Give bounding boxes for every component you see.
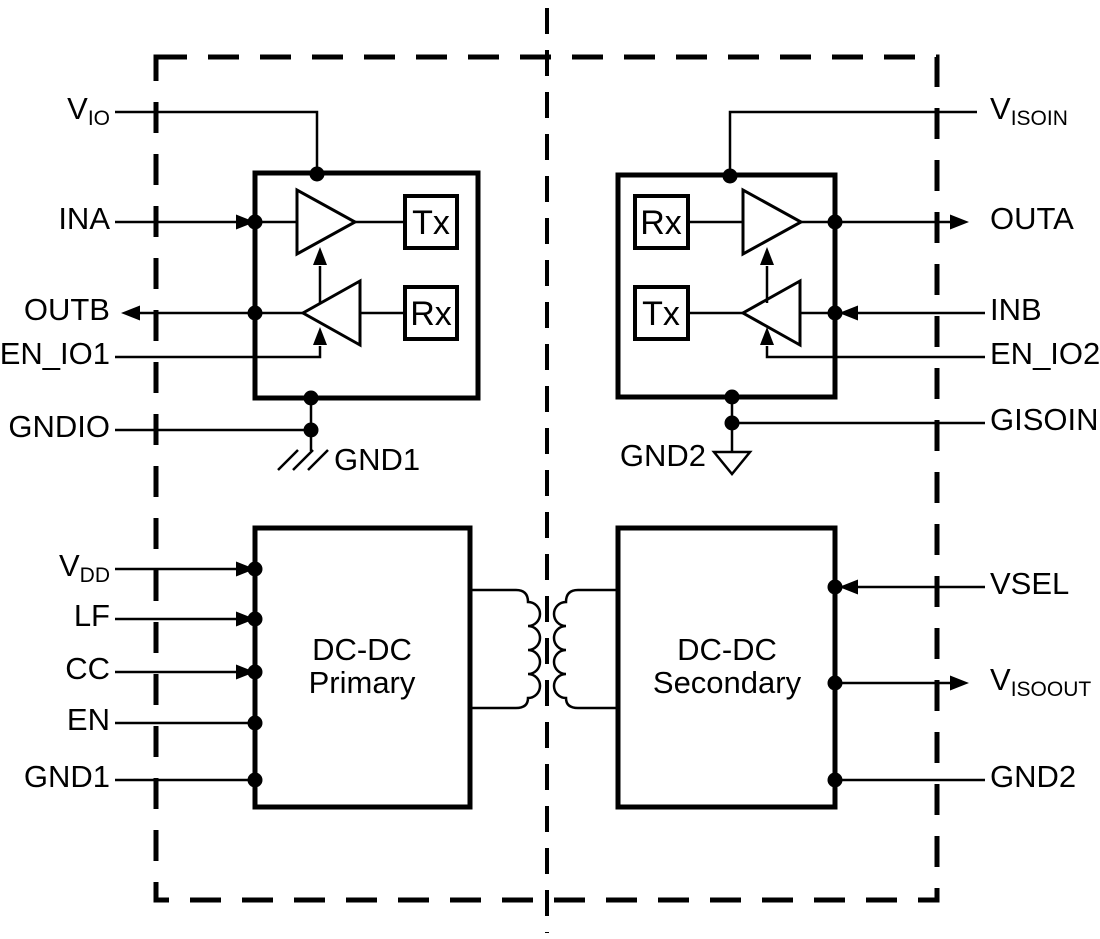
junction-dot (247, 214, 263, 230)
pin-label-vio: VIO (67, 91, 110, 130)
right-pin-labels: VISOIN OUTA INB EN_IO2 GISOIN VSEL VISOO… (990, 91, 1100, 794)
junction-dot (309, 166, 325, 182)
outb-arrowhead-icon (121, 305, 140, 321)
gnd1-symbol-label: GND1 (334, 442, 420, 477)
buffer-a-forward-icon (295, 187, 359, 257)
wire-vio (115, 110, 319, 170)
junction-dot (247, 664, 263, 680)
ina-arrowhead-icon (236, 214, 255, 230)
dcdc-secondary-box (615, 525, 838, 810)
buffer-b-reverse-icon (299, 278, 362, 348)
rx1-label: Rx (410, 295, 452, 333)
junction-dot (827, 305, 843, 321)
tx2-label: Tx (642, 295, 680, 333)
junction-dot (827, 675, 843, 691)
wire-en-io2 (765, 346, 985, 359)
tx1-box (403, 194, 459, 250)
junction-dot (303, 422, 319, 438)
pin-label-visoin: VISOIN (990, 91, 1068, 130)
pin-label-gisoin: GISOIN (990, 402, 1099, 437)
en-io1-arrowhead-upper-icon (313, 247, 327, 265)
pin-label-gnd1: GND1 (24, 759, 110, 794)
tx1-label: Tx (412, 204, 450, 242)
junction-dot (724, 389, 740, 405)
pin-label-outa: OUTA (990, 201, 1074, 236)
pin-label-inb: INB (990, 292, 1042, 327)
vdd-arrowhead-icon (236, 561, 255, 577)
io-channel-1: Tx Rx GND1 (115, 110, 481, 477)
gnd2-symbol-label: GND2 (620, 438, 706, 473)
junction-dot (827, 772, 843, 788)
pin-label-gndio: GNDIO (8, 409, 110, 444)
pin-label-lf: LF (74, 598, 110, 633)
junction-dot (247, 305, 263, 321)
io-channel-2: Rx Tx GND2 (615, 110, 985, 476)
isolation-transformer (470, 588, 618, 710)
junction-dot (303, 390, 319, 406)
pin-label-cc: CC (65, 651, 110, 686)
junction-dot (724, 415, 740, 431)
transformer-secondary-winding-icon (552, 588, 618, 710)
pin-label-en-io2: EN_IO2 (990, 336, 1100, 371)
wire-visoin (728, 110, 977, 172)
dcdc-primary-block: DC-DC Primary (115, 525, 473, 810)
pin-label-gnd2: GND2 (990, 759, 1076, 794)
outa-arrowhead-icon (950, 214, 969, 230)
junction-dot (247, 772, 263, 788)
junction-dot (827, 579, 843, 595)
pin-label-en: EN (67, 702, 110, 737)
dcdc-secondary-label-line1: DC-DC (677, 632, 777, 667)
wire-en-io1 (115, 346, 322, 359)
lf-arrowhead-icon (236, 611, 255, 627)
en-io2-arrowhead-lower-icon (760, 327, 774, 345)
junction-dot (247, 561, 263, 577)
cc-arrowhead-icon (236, 664, 255, 680)
dcdc-primary-label-line2: Primary (309, 665, 416, 700)
pin-label-visoout: VISOOUT (990, 662, 1091, 701)
junction-dot (722, 168, 738, 184)
dcdc-secondary-block: DC-DC Secondary (615, 525, 985, 810)
dcdc-secondary-label-line2: Secondary (653, 665, 802, 700)
junction-dot (247, 611, 263, 627)
junction-dot (247, 715, 263, 731)
dcdc-primary-label-line1: DC-DC (312, 632, 412, 667)
inb-arrowhead-icon (839, 305, 858, 321)
pin-label-vdd: VDD (59, 548, 110, 587)
left-pin-labels: VIO INA OUTB EN_IO1 GNDIO VDD LF CC EN G… (0, 91, 110, 794)
buffer-a2-forward-icon (741, 187, 805, 257)
pin-label-outb: OUTB (24, 292, 110, 327)
junction-dot (827, 214, 843, 230)
en-io1-arrowhead-lower-icon (313, 327, 327, 345)
tx2-box (633, 285, 690, 341)
transformer-primary-winding-icon (470, 588, 542, 710)
gnd1-chassis-ground-icon (277, 449, 329, 471)
en-io2-arrowhead-upper-icon (760, 247, 774, 265)
buffer-b2-reverse-icon (739, 278, 802, 348)
pin-label-en-io1: EN_IO1 (0, 336, 110, 371)
visoout-arrowhead-icon (950, 675, 969, 691)
pin-label-ina: INA (58, 201, 110, 236)
pin-label-vsel: VSEL (990, 566, 1069, 601)
rx2-label: Rx (640, 204, 682, 242)
gnd2-triangle-ground-icon (711, 450, 753, 476)
io1-box (252, 170, 481, 401)
vsel-arrowhead-icon (839, 579, 858, 595)
